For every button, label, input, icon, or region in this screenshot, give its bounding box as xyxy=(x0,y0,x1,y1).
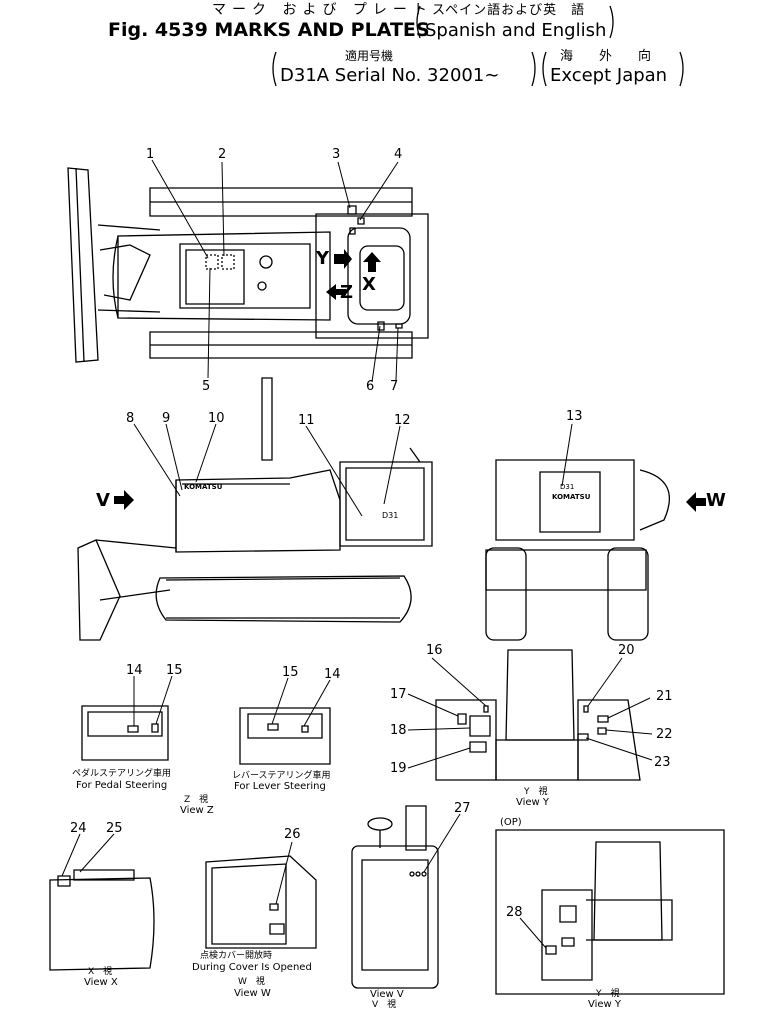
callout-20: 20 xyxy=(618,643,635,658)
callout-10: 10 xyxy=(208,411,225,426)
caption-view-v-en: View V xyxy=(370,989,404,1000)
serial-number: D31A Serial No. 32001∼ xyxy=(280,65,500,86)
model-rear-mark: D31 xyxy=(560,483,575,491)
figure-title: Fig. 4539 MARKS AND PLATES xyxy=(108,19,430,41)
callout-6: 6 xyxy=(366,379,375,394)
callout-16: 16 xyxy=(426,643,443,658)
callout-13: 13 xyxy=(566,409,583,424)
side-view xyxy=(78,378,432,640)
caption-view-z-jp: Z 視 xyxy=(184,795,209,805)
callout-24: 24 xyxy=(70,821,87,836)
callout-3: 3 xyxy=(332,147,341,162)
destination-english: Except Japan xyxy=(550,65,668,86)
view-w xyxy=(206,856,316,948)
caption-view-x-en: View X xyxy=(84,977,118,988)
view-y-op xyxy=(496,830,724,994)
callout-2: 2 xyxy=(218,147,227,162)
callout-28: 28 xyxy=(506,905,523,920)
rear-view xyxy=(486,460,669,640)
caption-pedal-en: For Pedal Steering xyxy=(76,780,168,791)
language-english: Spanish and English xyxy=(425,20,607,41)
komatsu-rear-mark: KOMATSU xyxy=(552,493,591,501)
callout-21: 21 xyxy=(656,689,673,704)
callout-1: 1 xyxy=(146,147,155,162)
top-view xyxy=(68,168,428,362)
callout-14-lever: 15 xyxy=(282,665,299,680)
callout-14-pedal: 15 xyxy=(166,663,183,678)
callout-8: 8 xyxy=(126,411,135,426)
caption-cover-jp: 点検カバー開放時 xyxy=(200,951,273,961)
caption-view-y-en: View Y xyxy=(516,797,550,808)
caption-view-w-en: View W xyxy=(234,988,271,999)
callout-27: 27 xyxy=(454,801,471,816)
caption-view-x-jp: X 視 xyxy=(88,967,113,977)
callout-12: 12 xyxy=(394,413,411,428)
caption-lever-jp: レバーステアリング車用 xyxy=(232,771,331,781)
caption-pedal-jp: ペダルステアリング車用 xyxy=(72,769,172,779)
callout-9: 9 xyxy=(162,411,171,426)
callout-4: 4 xyxy=(394,147,403,162)
callout-15-lever: 14 xyxy=(324,667,341,682)
callout-7: 7 xyxy=(390,379,399,394)
view-arrow-v-label: V xyxy=(96,490,110,511)
view-arrow-y-label: Y xyxy=(316,248,330,269)
callout-11: 11 xyxy=(298,413,315,428)
caption-cover-en: During Cover Is Opened xyxy=(192,962,312,973)
view-z-lever xyxy=(240,708,330,764)
caption-view-y2-jp: Y 視 xyxy=(596,989,620,999)
caption-option: (OP) xyxy=(500,817,522,828)
model-side-mark: D31 xyxy=(382,511,399,520)
title-japanese: マーク および プレート xyxy=(212,2,433,18)
callout-15-pedal: 14 xyxy=(126,663,143,678)
caption-view-w-jp: W 視 xyxy=(238,977,265,987)
view-v xyxy=(352,806,438,988)
callout-17: 17 xyxy=(390,687,407,702)
komatsu-side-mark: KOMATSU xyxy=(184,483,223,491)
callout-23: 23 xyxy=(654,755,671,770)
applicable-serial-japanese: 適用号機 xyxy=(345,49,394,63)
language-japanese: スペイン語および英 語 xyxy=(432,3,586,18)
view-x xyxy=(50,870,154,970)
view-z-pedal xyxy=(82,706,168,760)
callout-22: 22 xyxy=(656,727,673,742)
view-arrow-z-label: Z xyxy=(340,282,354,303)
callout-25: 25 xyxy=(106,821,123,836)
view-arrow-x-label: X xyxy=(362,274,376,295)
callout-18: 18 xyxy=(390,723,407,738)
view-y-main xyxy=(436,650,640,780)
callout-26: 26 xyxy=(284,827,301,842)
caption-view-v-jp: V 視 xyxy=(372,1000,397,1010)
view-arrow-w-label: W xyxy=(706,490,726,511)
caption-lever-en: For Lever Steering xyxy=(234,781,326,792)
callout-19: 19 xyxy=(390,761,407,776)
caption-view-z-en: View Z xyxy=(180,805,214,816)
destination-japanese: 海 外 向 xyxy=(560,49,652,64)
callout-5: 5 xyxy=(202,379,211,394)
caption-view-y-jp: Y 視 xyxy=(524,787,548,797)
caption-view-y2-en: View Y xyxy=(588,999,622,1010)
